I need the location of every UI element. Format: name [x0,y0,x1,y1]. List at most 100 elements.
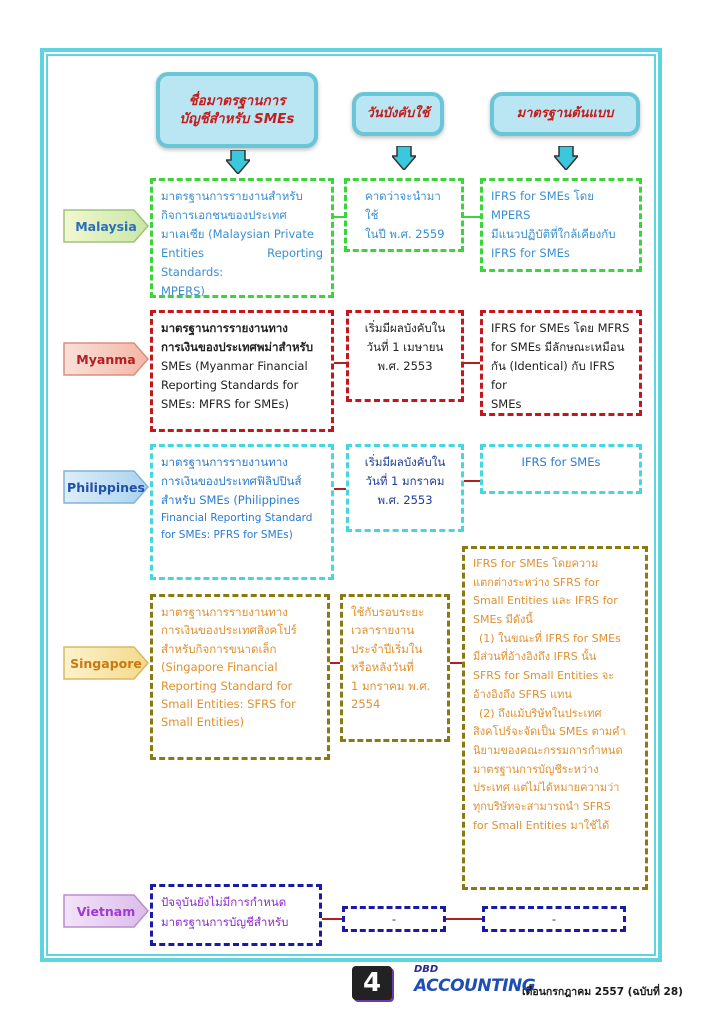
text-line: สำหรับกิจการขนาดเล็ก [161,641,277,656]
text-line: Reporting Standards for [161,377,299,392]
connector-line [464,362,480,364]
text-line: for SMEs: PFRS for SMEs) [161,529,293,542]
country-tag-singapore: Singapore [62,645,150,681]
text-line: Small Entities: SFRS for [161,696,296,711]
malaysia-standard-name-box: มาตรฐานการรายงานสำหรับ กิจการเอกชนของประ… [150,178,334,298]
malaysia-reference-box: IFRS for SMEs โดย MPERS มีแนวปฏิบัติที่ใ… [480,178,642,272]
text-line: แตกต่างระหว่าง SFRS for [473,575,600,589]
text-line: มาตรฐานการรายงานทาง [161,455,288,469]
text-line: สำหรับ SMEs (Philippines [161,492,300,507]
connector-line [446,918,482,920]
philippines-standard-name-box: มาตรฐานการรายงานทาง การเงินของประเทศฟิลิ… [150,444,334,580]
text-line: มาเลเซีย (Malaysian Private [161,226,314,241]
text-line: การเงินของประเทศพม่าสำหรับ [161,339,314,354]
myanmar-effective-date-box: เริ่มมีผลบังคับใน วันที่ 1 เมษายน พ.ศ. 2… [346,310,464,402]
text-line: ปัจจุบันยังไม่มีการกำหนด [161,895,287,909]
singapore-standard-name-box: มาตรฐานการรายงานทาง การเงินของประเทศสิงค… [150,594,330,760]
connector-line [330,662,340,664]
text-line: ประจำปีเริ่มใน [351,641,423,656]
text-line: อ้างอิงถึง SFRS แทน [473,687,572,701]
connector-line [450,662,462,664]
text-line: IFRS for SMEs [521,455,601,469]
issue-label: เดือนกรกฎาคม 2557 (ฉบับที่ 28) [522,986,683,998]
text-line: SMEs มีดังนี้ [473,613,533,627]
text-line: Financial Reporting Standard [161,511,313,524]
text-line: IFRS for SMEs [491,245,570,260]
text-line: SMEs: MFRS for SMEs) [161,396,289,411]
malaysia-effective-date-box: คาดว่าจะนำมาใช้ ในปี พ.ศ. 2559 [344,178,464,252]
header-effective-date: วันบังคับใช้ [352,92,444,136]
page-frame [40,48,662,962]
text-line: คาดว่าจะนำมาใช้ [365,189,441,222]
text-line: มาตรฐานการบัญชีสำหรับ [161,914,289,929]
connector-line [334,216,344,218]
singapore-reference-box: IFRS for SMEs โดยความ แตกต่างระหว่าง SFR… [462,546,648,890]
text-line: มาตรฐานการรายงานทาง [161,605,288,619]
connector-line [334,362,346,364]
text-line: 2554 [351,696,381,711]
header-standard-name-line2: บัญชีสำหรับ SMEs [179,111,295,127]
country-tag-philippines: Philippines [62,469,150,505]
country-tag-vietnam: Vietnam [62,893,150,929]
vietnam-effective-date-box: - [342,906,446,932]
singapore-effective-date-box: ใช้กับรอบระยะ เวลารายงาน ประจำปีเริ่มใน … [340,594,450,742]
text-line: 1 มกราคม พ.ศ. [351,678,431,693]
country-tag-malaysia: Malaysia [62,208,150,244]
header-reference-standard: มาตรฐานต้นแบบ [490,92,640,136]
country-label-vietnam: Vietnam [76,903,136,919]
text-line: SMEs [491,396,522,411]
text-line: สิงคโปร์จะจัดเป็น SMEs ตามคำ [473,725,626,739]
text-line: วันที่ 1 เมษายน [366,339,444,354]
header-standard-name: ชื่อมาตรฐานการ บัญชีสำหรับ SMEs [156,72,318,148]
header-standard-name-line1: ชื่อมาตรฐานการ [188,92,286,109]
down-arrow-icon [554,146,578,170]
vietnam-standard-name-box: ปัจจุบันยังไม่มีการกำหนด มาตรฐานการบัญชี… [150,884,322,946]
text-line: for Small Entities มาใช้ได้ [473,818,610,832]
text-line: ใช้กับรอบระยะ [351,605,425,619]
text-line: MPERS) [161,283,205,298]
down-arrow-icon [392,146,416,170]
text-line: มาตรฐานการรายงานทาง [161,321,288,335]
text-line: วันที่ 1 มกราคม [365,473,445,488]
connector-line [322,918,342,920]
country-label-malaysia: Malaysia [75,218,137,234]
country-label-singapore: Singapore [70,655,142,671]
text-line: การเงินของประเทศสิงคโปร์ [161,623,297,638]
text-line: Small Entities และ IFRS for [473,594,618,608]
text-line: มาตรฐานการบัญชีระหว่าง [473,762,599,776]
text-line: IFRS for SMEs โดย MFRS [491,321,630,335]
country-label-myanmar: Myanma [76,351,136,367]
country-label-philippines: Philippines [67,479,145,495]
text-line: ในปี พ.ศ. 2559 [365,226,445,241]
dash-value: - [391,912,397,926]
text-line: IFRS for SMEs โดยความ [473,557,599,570]
text-line: Reporting Standard for [161,678,293,693]
text-line: SMEs (Myanmar Financial [161,358,308,373]
philippines-reference-box: IFRS for SMEs [480,444,642,494]
text-line: SFRS for Small Entities จะ [473,669,615,683]
text-line: (2) ถึงแม้บริษัทในประเทศ [479,706,602,720]
text-line: มีส่วนที่อ้างอิงถึง IFRS นั้น [473,650,597,664]
brand-main: ACCOUNTING [414,976,536,996]
text-line: ทุกบริษัทจะสามารถนำ SFRS [473,799,611,813]
connector-line [334,488,346,490]
text-line: Small Entities) [161,715,245,730]
text-line: พ.ศ. 2553 [377,358,433,373]
text-line: เวลารายงาน [351,623,415,638]
connector-line [464,480,480,482]
text-line: (Singapore Financial [161,660,278,675]
text-line: การเงินของประเทศฟิลิปปินส์ [161,473,302,488]
vietnam-reference-box: - [482,906,626,932]
text-line: IFRS for SMEs โดย MPERS [491,189,594,222]
text-line: กัน (Identical) กับ IFRS for [491,358,615,392]
text-line: หรือหลังวันที่ [351,660,414,675]
brand-top: DBD [414,964,439,975]
philippines-effective-date-box: เริ่มมีผลบังคับใน วันที่ 1 มกราคม พ.ศ. 2… [346,444,464,532]
page-number: 4 [352,966,392,1000]
text-line: กิจการเอกชนของประเทศ [161,207,287,222]
connector-line [464,216,480,218]
text-line: มีแนวปฏิบัติที่ใกล้เคียงกับ [491,226,616,241]
text-line: ประเทศ แต่ไม่ได้หมายความว่า [473,781,620,795]
text-line: เริ่มมีผลบังคับใน [364,455,446,469]
text-line: Entities Reporting Standards: [161,245,323,279]
